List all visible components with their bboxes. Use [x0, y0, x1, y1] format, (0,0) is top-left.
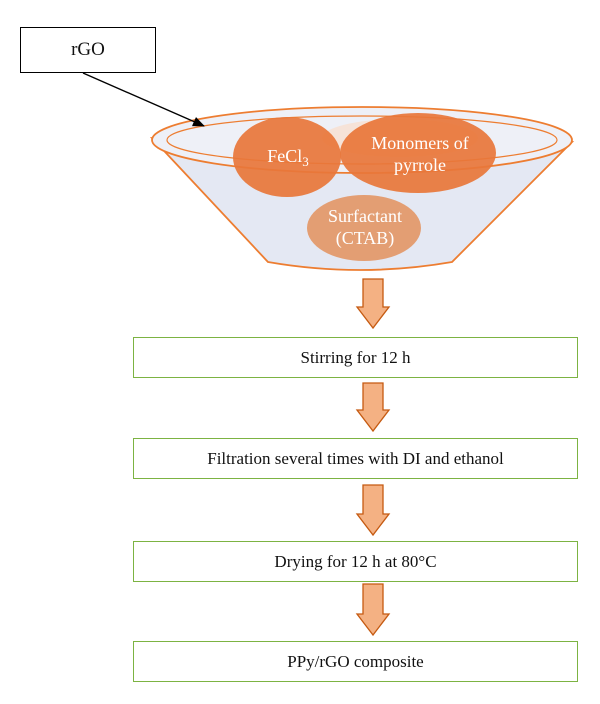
step-stirring: Stirring for 12 h [133, 337, 578, 378]
fecl3-base-text: FeCl [267, 146, 303, 166]
rgo-input-box: rGO [20, 27, 156, 73]
fecl3-label: FeCl3 [243, 145, 333, 173]
monomers-blob [340, 113, 496, 193]
step-drying: Drying for 12 h at 80°C [133, 541, 578, 582]
surfactant-line-2: (CTAB) [335, 228, 395, 248]
surfactant-label: Surfactant (CTAB) [310, 205, 420, 249]
step-filtration: Filtration several times with DI and eth… [133, 438, 578, 479]
rgo-pointer-arrow [82, 72, 205, 127]
step-label: PPy/rGO composite [287, 651, 424, 671]
fecl3-subscript: 3 [302, 154, 309, 169]
down-arrow-1 [355, 278, 391, 330]
surfactant-blob [307, 195, 421, 261]
down-arrow-3 [355, 484, 391, 537]
monomers-line-2: pyrrole [394, 155, 446, 175]
monomers-line-1: Monomers of [371, 133, 469, 153]
step-label: Stirring for 12 h [300, 347, 411, 367]
surfactant-line-1: Surfactant [328, 206, 402, 226]
step-label: Filtration several times with DI and eth… [207, 448, 504, 468]
down-arrow-2 [355, 382, 391, 433]
monomers-label: Monomers of pyrrole [345, 132, 495, 176]
fecl3-blob [233, 117, 341, 197]
step-composite: PPy/rGO composite [133, 641, 578, 682]
down-arrow-4 [355, 583, 391, 637]
step-label: Drying for 12 h at 80°C [274, 551, 437, 571]
rgo-label: rGO [71, 39, 105, 60]
